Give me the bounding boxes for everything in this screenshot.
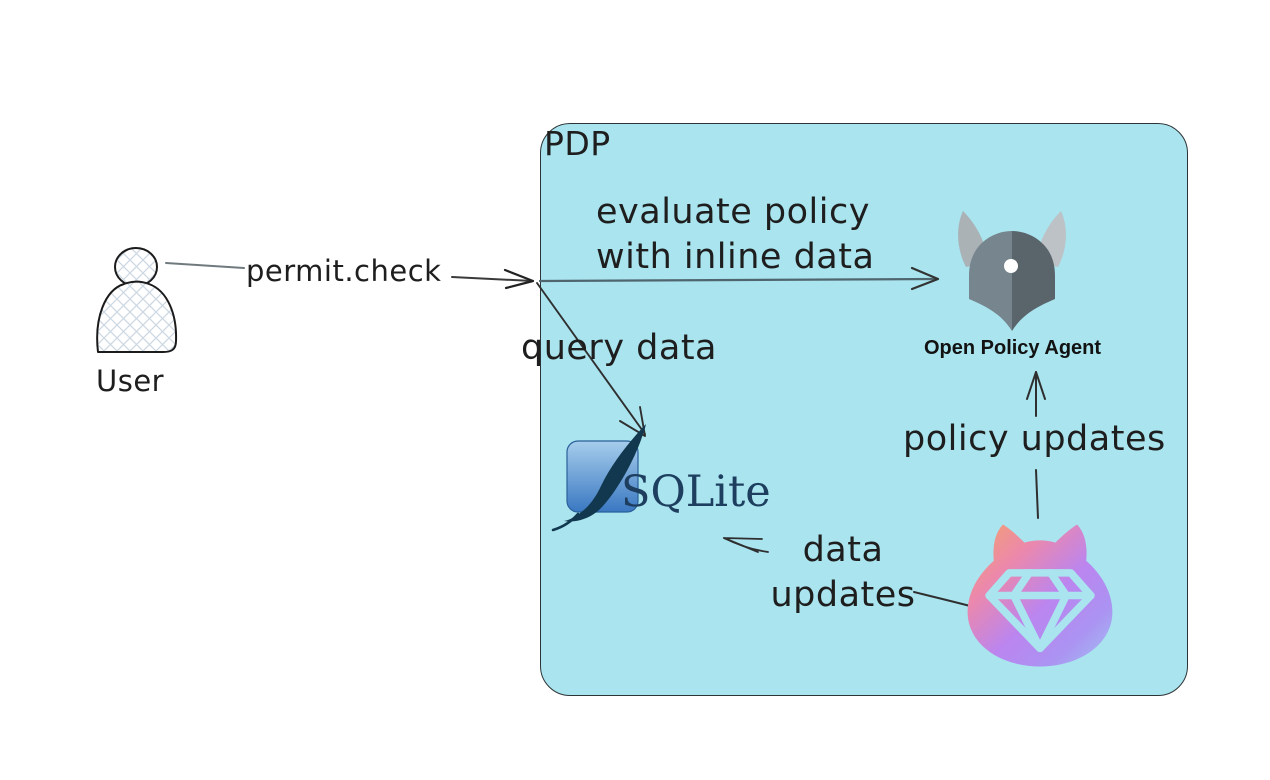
permit-gem-cutout xyxy=(985,569,1095,653)
policy-updates-arrow xyxy=(1026,371,1046,519)
evaluate-policy-label: evaluate policy with inline data xyxy=(596,192,875,277)
permit-check-arrow xyxy=(165,262,535,290)
sqlite-label: SQLite xyxy=(621,467,771,517)
pdp-label: PDP xyxy=(544,124,611,163)
opa-helmet-icon xyxy=(958,211,1066,331)
opa-label: Open Policy Agent xyxy=(923,337,1102,359)
helmet-eye-dot xyxy=(1004,259,1018,273)
policy-updates-label: policy updates xyxy=(903,419,1166,459)
permit-io-logo-icon xyxy=(967,524,1113,667)
permit-check-label: permit.check xyxy=(246,254,442,288)
query-data-label: query data xyxy=(521,328,717,368)
evaluate-policy-arrow xyxy=(538,266,940,291)
user-figure-icon xyxy=(96,247,178,353)
sqlite-logo-icon xyxy=(551,424,646,532)
sqlite-feather-icon xyxy=(564,424,646,522)
user-label: User xyxy=(96,364,165,398)
data-updates-label: data updates xyxy=(770,530,916,615)
data-updates-arrow xyxy=(723,537,769,553)
